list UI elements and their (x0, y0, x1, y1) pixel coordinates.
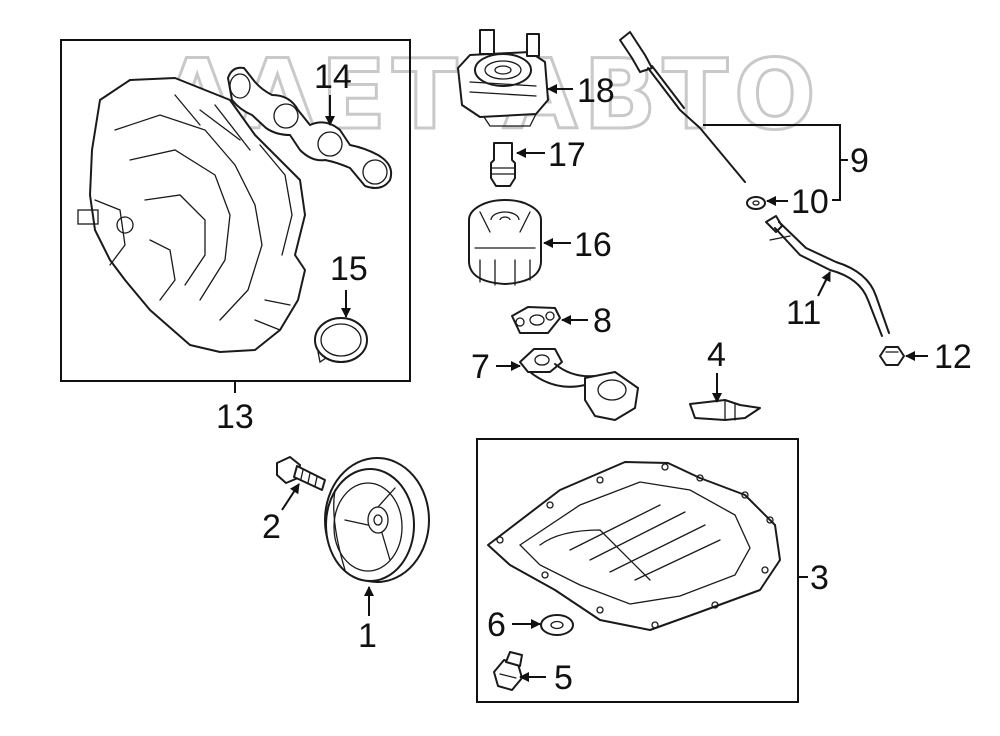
callout-11: 11 (786, 294, 821, 332)
callout-4: 4 (707, 336, 726, 374)
part-8-gasket (511, 306, 561, 334)
part-2-bolt (276, 456, 326, 491)
callout-18: 18 (577, 72, 615, 110)
part-3-oil-pan (487, 461, 781, 631)
part-12-nut (879, 346, 905, 366)
part-16-oil-filter (468, 199, 542, 286)
part-17-connector (490, 142, 516, 187)
callout-12: 12 (934, 338, 972, 376)
callout-9: 9 (850, 142, 869, 180)
part-10-o-ring (746, 196, 766, 210)
part-13-housing (77, 77, 306, 353)
callout-3: 3 (810, 559, 829, 597)
callout-8: 8 (593, 302, 612, 340)
part-18-oil-cooler (457, 29, 549, 127)
part-7-oil-strainer (519, 348, 639, 421)
part-9-dipstick (619, 31, 746, 183)
callout-13: 13 (216, 398, 254, 436)
callout-2: 2 (262, 508, 281, 546)
callout-15: 15 (330, 250, 368, 288)
part-14-gasket (227, 66, 393, 189)
callout-16: 16 (574, 226, 612, 264)
leader-lines (281, 84, 928, 682)
callout-labels: 1 2 3 4 5 6 7 8 9 10 11 12 13 14 15 16 1… (216, 58, 972, 697)
callout-1: 1 (358, 617, 377, 655)
part-6-washer (540, 614, 574, 636)
callout-7: 7 (471, 348, 490, 386)
part-1-pulley (324, 457, 430, 583)
callout-10: 10 (791, 183, 829, 221)
part-11-tube (765, 215, 890, 337)
callout-5: 5 (554, 659, 573, 697)
callout-14: 14 (314, 58, 352, 96)
callout-17: 17 (548, 136, 586, 174)
part-15-o-ring (314, 317, 368, 364)
part-5-drain-plug (493, 651, 523, 691)
callout-6: 6 (487, 606, 506, 644)
group-box-3 (476, 438, 799, 703)
part-4-sealant (689, 399, 761, 421)
